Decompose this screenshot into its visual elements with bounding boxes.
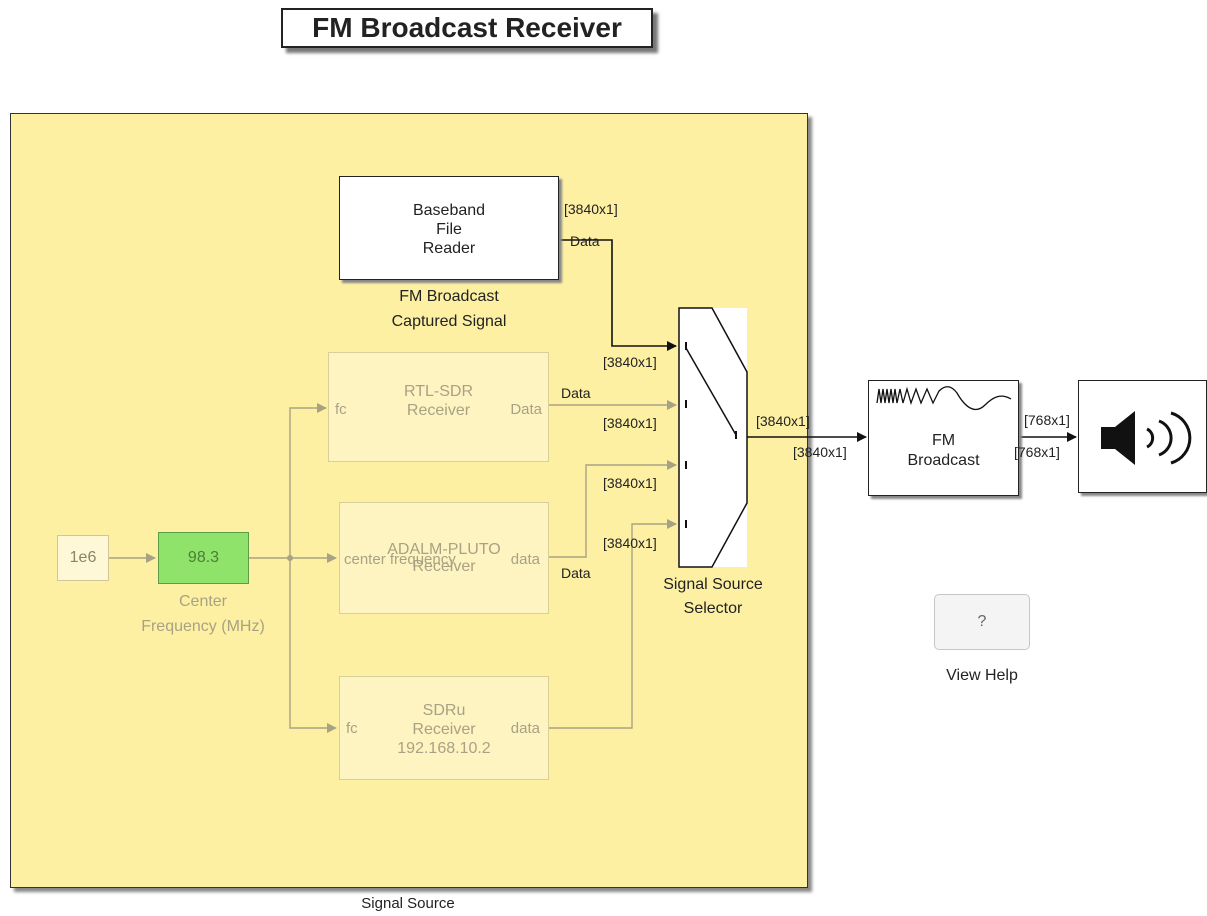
sdru-line-2: Receiver [412,721,476,738]
baseband-caption-2: Captured Signal [391,313,507,330]
baseband-dim-label: [3840x1] [564,201,618,217]
rtl-out-port: Data [510,401,542,418]
adalm-pluto-receiver-block[interactable]: ADALM-PLUTO Receiver center frequency da… [339,502,549,614]
view-help-button[interactable]: ? [934,594,1030,650]
center-frequency-block[interactable]: 98.3 [158,532,249,584]
baseband-out-port: Data [570,233,600,249]
signal-source-selector-block[interactable] [680,308,746,566]
sdru-receiver-block[interactable]: SDRu Receiver 192.168.10.2 fc data [339,676,549,780]
selector-in-dim-3: [3840x1] [603,475,657,491]
pluto-out-port: data [510,551,540,568]
fm-out-dim-2: [768x1] [1014,444,1060,460]
rtl-sdr-receiver-block[interactable]: RTL-SDR Receiver fc Data [328,352,549,462]
subsystem-label: Signal Source [361,895,455,912]
selector-caption-2: Selector [683,600,743,617]
sdru-out-port: data [510,720,540,737]
selector-in-dim-1: [3840x1] [603,354,657,370]
audio-device-writer-block[interactable] [1078,380,1207,493]
view-help-label: View Help [946,667,1018,684]
sdru-in-port: fc [346,720,358,737]
pluto-line-2: Receiver [412,558,476,575]
baseband-file-reader-block[interactable]: Baseband File Reader [339,176,559,280]
selector-in-dim-4: [3840x1] [603,535,657,551]
speaker-icon [1101,411,1192,465]
rtl-line-1: RTL-SDR [403,383,474,400]
rtl-wire-label: Data [561,385,591,401]
fm-line-2: Broadcast [907,452,980,469]
fm-waveform-icon [876,386,1012,410]
baseband-line-3: Reader [422,240,476,257]
rtl-in-port: fc [335,401,347,418]
rtl-line-2: Receiver [406,402,471,419]
selector-out-dim: [3840x1] [756,413,810,429]
selector-in-dim-2: [3840x1] [603,415,657,431]
sdru-line-3: 192.168.10.2 [397,740,491,757]
baseband-line-1: Baseband [412,202,486,219]
pluto-wire-label: Data [561,565,591,581]
selector-caption-1: Signal Source [663,576,763,593]
fm-broadcast-block[interactable]: FM Broadcast [868,380,1019,496]
fm-line-1: FM [931,432,956,449]
fm-out-dim: [768x1] [1024,412,1070,428]
pluto-in-port: center frequency [344,551,456,568]
center-freq-caption-2: Frequency (MHz) [141,618,265,635]
fm-in-dim: [3840x1] [793,444,847,460]
pluto-line-1: ADALM-PLUTO [387,541,501,558]
center-freq-caption-1: Center [178,593,228,610]
baseband-caption-1: FM Broadcast [399,288,499,305]
sdru-line-1: SDRu [422,702,466,719]
constant-1e6-block[interactable]: 1e6 [57,535,109,581]
baseband-line-2: File [436,221,462,238]
model-title: FM Broadcast Receiver [281,8,653,48]
